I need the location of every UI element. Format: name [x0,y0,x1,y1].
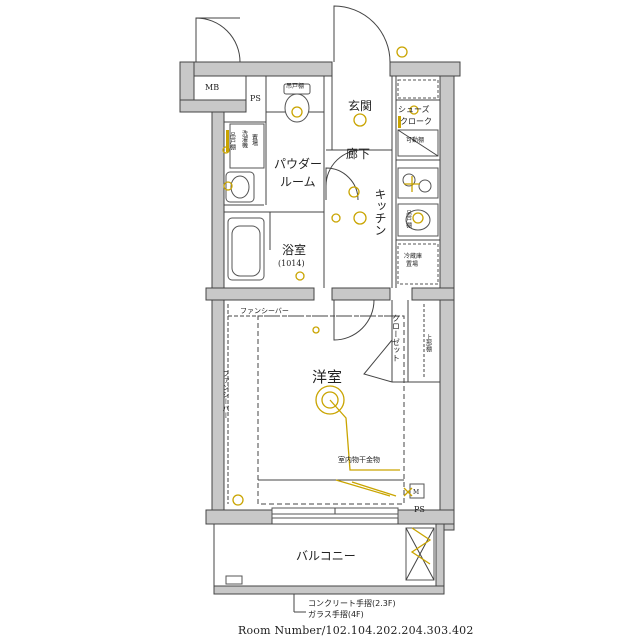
washer-label-2: 置場 [251,134,258,147]
shoes-cloak-label-2: クローク [400,117,432,126]
entrance-label: 玄関 [348,98,372,113]
fridge-label-1: 冷蔵庫 [404,252,422,260]
railing-note: コンクリート手摺(2.3F) ガラス手摺(4F) [308,598,396,620]
washer-label-1: 洗濯機 [241,129,248,149]
hanging-shelf-kitchen-label: 吊戸棚 [405,210,412,229]
fancy-bar-side-label: ファンシーバー [222,370,230,419]
electrical-symbols [222,46,432,565]
indoor-dryer-label: 室内物干金物 [338,455,380,464]
walls [179,61,461,595]
closet-label: クローゼット [392,314,401,362]
powder-room-label-2: ルーム [280,175,316,189]
meter-label: M [413,489,419,496]
mb-label: MB [205,83,219,92]
room-number-caption: Room Number/102.104.202.204.303.402 [238,624,474,637]
hanging-shelf-top-label: 吊戸棚 [286,82,304,90]
fancy-bar-top-label: ファンシーバー [240,307,289,315]
powder-room-label-1: パウダー [274,156,322,171]
western-room-label: 洋室 [312,368,342,386]
shoes-cloak-label-1: シューズ [398,104,430,114]
ps-top-label: PS [250,94,261,103]
railing-note-line-1: コンクリート手摺(2.3F) [308,599,396,608]
upper-shelf-label: 上部棚 [425,333,432,353]
hallway-label: 廊下 [346,146,370,161]
bath-label: 浴室 [282,242,306,257]
hanging-shelf-left-label: 吊戸棚 [229,132,236,151]
railing-note-line-2: ガラス手摺(4F) [308,610,364,619]
kitchen-label: キッチン [373,188,387,236]
fridge-label-2: 置場 [406,260,418,268]
bath-size-label: (1014) [278,259,305,268]
fixtures [225,79,439,585]
movable-shelf-label: 可動棚 [406,136,424,144]
doors [195,5,391,341]
ps-bottom-label: PS [414,505,425,514]
balcony-label: バルコニー [296,549,356,563]
